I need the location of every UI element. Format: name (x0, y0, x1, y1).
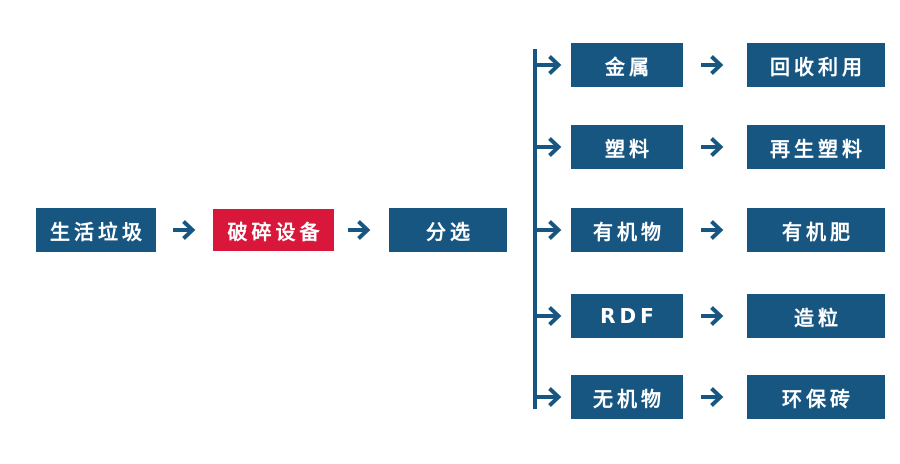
arrow-right-icon (701, 387, 724, 407)
arrow-right-icon (701, 220, 724, 240)
node-category-organic: 有机物 (571, 208, 683, 252)
node-category-inorganic: 无机物 (571, 375, 683, 419)
branch-arrow-icon (533, 55, 562, 75)
node-crushing-equipment: 破碎设备 (213, 209, 334, 251)
node-sorting: 分选 (389, 208, 507, 252)
node-category-metal: 金属 (571, 43, 683, 87)
node-result-organic-fertilizer: 有机肥 (747, 208, 885, 252)
arrow-right-icon (701, 137, 724, 157)
arrow-right-icon (348, 220, 371, 240)
arrow-right-icon (701, 306, 724, 326)
branch-arrow-icon (533, 137, 562, 157)
arrow-right-icon (173, 220, 196, 240)
arrow-right-icon (701, 55, 724, 75)
node-result-granulation: 造粒 (747, 294, 885, 338)
branch-arrow-icon (533, 220, 562, 240)
node-household-waste: 生活垃圾 (36, 208, 156, 252)
node-result-eco-brick: 环保砖 (747, 375, 885, 419)
node-category-rdf: RDF (571, 294, 683, 338)
branch-arrow-icon (533, 387, 562, 407)
node-result-recycled-plastic: 再生塑料 (747, 125, 885, 169)
branch-arrow-icon (533, 306, 562, 326)
node-result-recycling: 回收利用 (747, 43, 885, 87)
node-category-plastic: 塑料 (571, 125, 683, 169)
